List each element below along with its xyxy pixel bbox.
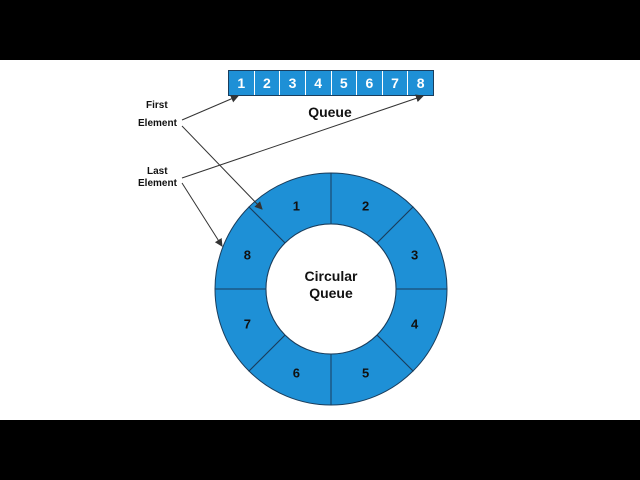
ring-segment-label: 3: [411, 247, 418, 262]
ring-segment-label: 6: [293, 366, 300, 381]
first-to-queue-arrow: [181, 95, 239, 121]
last-label: Last: [147, 166, 168, 177]
circular-title-line1: Circular: [304, 268, 358, 284]
circular-queue-ring: 1 2 3 4 5 6 7 8: [214, 172, 448, 406]
ring-segment-label: 4: [411, 317, 419, 332]
queue-cell: 3: [280, 71, 306, 95]
queue-cell: 6: [357, 71, 383, 95]
queue-cell: 4: [306, 71, 332, 95]
queue-cell: 5: [332, 71, 358, 95]
first-label-element: Element: [138, 118, 177, 129]
linear-queue: 1 2 3 4 5 6 7 8: [228, 70, 434, 96]
circular-title-line2: Queue: [309, 285, 353, 301]
queue-cell: 8: [416, 75, 425, 91]
ring-segment-label: 7: [244, 317, 251, 332]
last-to-ring-arrow: [181, 182, 223, 247]
queue-cell: 2: [255, 71, 281, 95]
letterbox-bottom: [0, 420, 640, 480]
ring-segment-label: 1: [293, 198, 300, 213]
queue-caption: Queue: [308, 104, 352, 120]
first-label: First: [146, 100, 168, 111]
ring-center-hole: [265, 223, 397, 355]
last-to-queue-arrow: [181, 94, 424, 179]
queue-cell: 1: [229, 71, 255, 95]
ring-segment-label: 8: [244, 247, 251, 262]
circular-queue-title: Circular Queue: [271, 268, 391, 302]
ring-segment-label: 5: [362, 366, 369, 381]
ring-segment-label: 2: [362, 198, 369, 213]
last-label-element: Element: [138, 178, 177, 189]
queue-cell: 7: [383, 71, 409, 95]
letterbox-top: [0, 0, 640, 60]
first-to-ring-arrow: [181, 125, 263, 210]
